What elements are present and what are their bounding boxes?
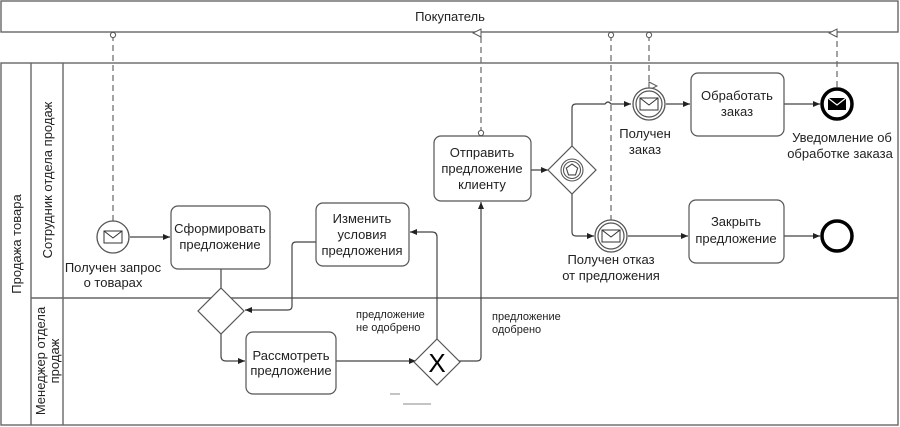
task-change-terms-line2: условия — [337, 227, 386, 242]
flow-approved[interactable] — [459, 202, 484, 362]
flow-eventgw-to-refusal[interactable] — [571, 193, 594, 239]
task-change-terms[interactable]: Изменить условия предложения — [315, 202, 410, 267]
flow-not-approved[interactable] — [410, 229, 438, 339]
intermediate-event-order[interactable]: Получен заказ — [619, 87, 671, 157]
task-process-order-line1: Обработать — [701, 88, 773, 103]
task-send-offer-line2: предложение — [441, 161, 522, 176]
task-review-offer-line2: предложение — [250, 363, 331, 378]
lane-sales-manager[interactable]: Менеджер отдела продаж — [33, 306, 62, 415]
order-event-label-line1: Получен — [619, 126, 671, 141]
task-close-offer-line1: Закрыть — [711, 214, 761, 229]
task-process-order-line2: заказ — [721, 104, 753, 119]
flow-merge-to-review[interactable] — [220, 334, 245, 364]
refusal-event-label-line1: Получен отказ — [567, 252, 654, 267]
end-event-label-line1: Уведомление об — [792, 130, 892, 145]
gateway-outer-ring-icon — [560, 158, 584, 182]
filled-envelope-icon — [827, 97, 847, 110]
task-send-offer[interactable]: Отправить предложение клиенту — [433, 135, 532, 202]
lane-manager-label-line1: Менеджер отдела — [33, 306, 48, 415]
task-process-order[interactable]: Обработать заказ — [690, 72, 785, 137]
task-form-offer[interactable]: Сформировать предложение — [170, 205, 271, 270]
start-event-request[interactable]: Получен запрос о товарах — [65, 220, 162, 290]
pool-sales-label: Продажа товара — [9, 194, 24, 294]
flow-change-to-merge[interactable] — [245, 241, 316, 313]
pool-buyer-label: Покупатель — [415, 9, 485, 24]
end-event-label-line2: обработке заказа — [787, 146, 893, 161]
end-event-notification[interactable]: Уведомление об обработке заказа — [787, 87, 894, 161]
task-form-offer-line2: предложение — [179, 237, 260, 252]
task-close-offer-line2: предложение — [695, 231, 776, 246]
pool-sales-frame — [0, 62, 899, 426]
flow-label-not-approved-line1: предложение — [356, 309, 425, 321]
envelope-icon — [103, 230, 123, 244]
lane-manager-label-line2: продаж — [47, 338, 62, 383]
task-send-offer-line3: клиенту — [458, 177, 506, 192]
task-send-offer-line1: Отправить — [450, 145, 515, 160]
start-event-label-line1: Получен запрос — [65, 260, 162, 275]
task-form-offer-line1: Сформировать — [174, 221, 266, 236]
task-review-offer[interactable]: Рассмотреть предложение — [245, 331, 337, 395]
flow-label-approved-line1: предложение — [492, 311, 561, 323]
order-event-label-line2: заказ — [629, 142, 661, 157]
start-event-label-line2: о товарах — [84, 275, 143, 290]
envelope-icon — [639, 97, 659, 111]
pool-sales[interactable]: Продажа товара — [0, 62, 899, 426]
refusal-event-label-line2: от предложения — [562, 268, 660, 283]
lane-sales-employee[interactable]: Сотрудник отдела продаж — [40, 101, 55, 258]
task-close-offer[interactable]: Закрыть предложение — [688, 199, 785, 264]
task-change-terms-line3: предложения — [321, 243, 402, 258]
task-change-terms-line1: Изменить — [333, 211, 392, 226]
pentagon-icon — [565, 163, 579, 176]
flow-label-approved-line2: одобрено — [492, 324, 541, 336]
x-marker-icon: X — [428, 348, 445, 378]
lane-sales-employee-label: Сотрудник отдела продаж — [40, 101, 55, 258]
end-event[interactable] — [820, 219, 854, 253]
gateway-inner-ring-icon — [562, 160, 582, 180]
flow-label-not-approved-line2: не одобрено — [356, 322, 420, 334]
flow-eventgw-to-order[interactable] — [571, 101, 631, 147]
pool-buyer-frame — [0, 0, 899, 33]
pool-buyer[interactable]: Покупатель — [0, 0, 899, 33]
task-review-offer-line1: Рассмотреть — [252, 348, 329, 363]
gateway-decision[interactable]: X — [413, 338, 461, 386]
gateway-merge[interactable] — [197, 287, 245, 335]
envelope-icon — [601, 229, 621, 243]
gateway-event-based[interactable] — [547, 145, 597, 195]
intermediate-event-refusal[interactable]: Получен отказ от предложения — [562, 219, 660, 283]
